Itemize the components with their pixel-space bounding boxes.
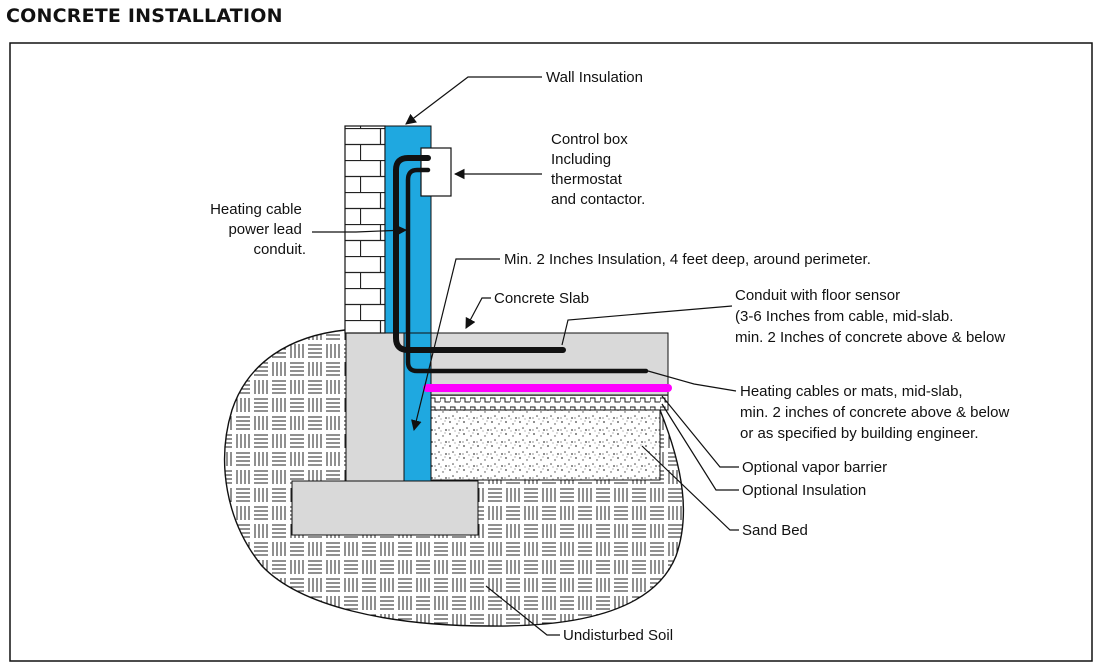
power-lead-conduit <box>405 167 649 374</box>
sensor-conduit <box>393 155 566 353</box>
optional-insulation-leader <box>661 403 739 491</box>
wall-insulation-label: Wall Insulation <box>546 69 643 86</box>
sand-bed-label: Sand Bed <box>742 522 808 539</box>
diagram-frame <box>9 42 1093 662</box>
min-insulation-leader <box>411 258 500 432</box>
undisturbed-soil-leader <box>485 585 560 636</box>
heating-cables-leader <box>647 370 737 392</box>
vapor-barrier-label: Optional vapor barrier <box>742 459 887 476</box>
floor-sensor-label: Conduit with floor sensor (3-6 Inches fr… <box>735 287 1005 346</box>
optional-insulation-label: Optional Insulation <box>742 482 866 499</box>
floor-sensor-leader <box>561 305 733 346</box>
page-title: CONCRETE INSTALLATION <box>6 5 283 27</box>
brick-wall <box>344 125 386 334</box>
sand-bed <box>430 409 661 481</box>
foundation-wall <box>345 332 405 482</box>
heating-cable-conduit-label: Heating cable power lead conduit. <box>210 201 306 258</box>
concrete-slab-leader <box>465 297 491 329</box>
vapor-barrier-leader <box>661 395 739 468</box>
footing <box>291 480 479 536</box>
optional-insulation-layer <box>430 394 669 411</box>
concrete-slab-label: Concrete Slab <box>494 290 589 307</box>
sand-bed-leader <box>641 445 739 531</box>
control-box-label: Control box Including thermostat and con… <box>551 131 645 208</box>
wall-insulation-leader <box>405 76 542 125</box>
conduit-leader <box>312 224 408 236</box>
undisturbed-soil-label: Undisturbed Soil <box>563 627 673 644</box>
min-insulation-label: Min. 2 Inches Insulation, 4 feet deep, a… <box>504 251 871 268</box>
heating-cables-label: Heating cables or mats, mid-slab, min. 2… <box>740 383 1014 442</box>
